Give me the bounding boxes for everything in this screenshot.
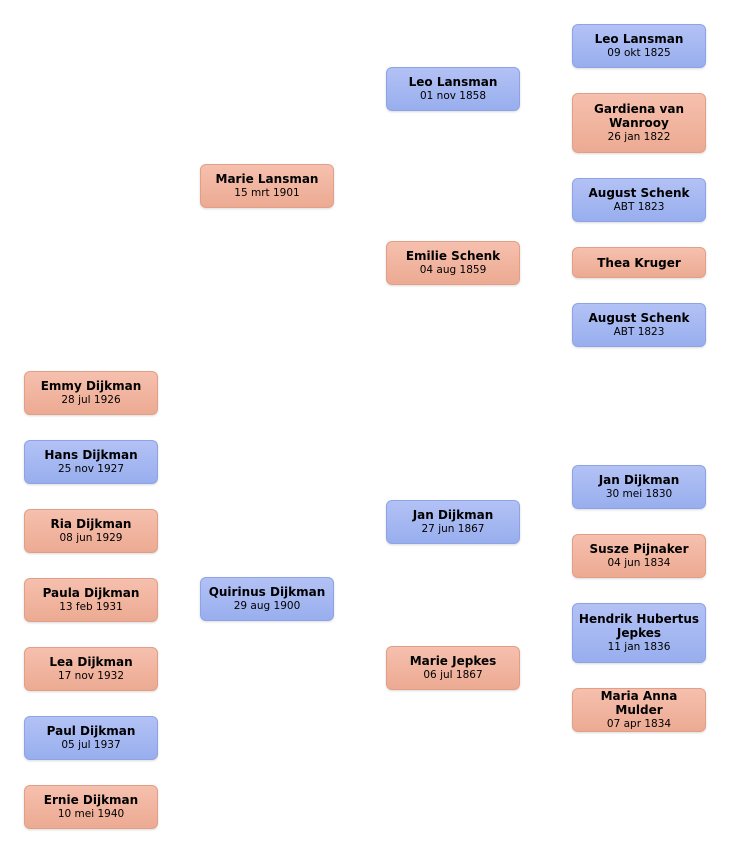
person-card-hans-dijkman[interactable]: Hans Dijkman 25 nov 1927 [24,440,158,484]
person-date: 15 mrt 1901 [234,187,300,199]
person-card-emmy-dijkman[interactable]: Emmy Dijkman 28 jul 1926 [24,371,158,415]
person-card-marie-jepkes[interactable]: Marie Jepkes 06 jul 1867 [386,646,520,690]
person-name: Lea Dijkman [49,655,133,669]
person-name: Susze Pijnaker [589,542,689,556]
person-name: Paul Dijkman [46,724,136,738]
person-name: August Schenk [588,186,690,200]
person-card-quirinus-dijkman[interactable]: Quirinus Dijkman 29 aug 1900 [200,577,334,621]
person-date: 30 mei 1830 [605,488,673,500]
person-name: Emmy Dijkman [40,379,142,393]
person-card-august-schenk-2[interactable]: August Schenk ABT 1823 [572,303,706,347]
person-name: Jan Dijkman [412,508,494,522]
person-name: Marie Jepkes [409,654,497,668]
person-date: 06 jul 1867 [423,669,483,681]
person-name: Hendrik Hubertus Jepkes [578,612,700,640]
person-date: 05 jul 1937 [61,739,121,751]
person-date: 17 nov 1932 [57,670,125,682]
person-date: 07 apr 1834 [606,718,672,730]
person-card-leo-lansman-1858[interactable]: Leo Lansman 01 nov 1858 [386,67,520,111]
person-date: 11 jan 1836 [607,641,671,653]
person-date: ABT 1823 [613,326,665,338]
person-card-paula-dijkman[interactable]: Paula Dijkman 13 feb 1931 [24,578,158,622]
person-name: Ria Dijkman [50,517,132,531]
person-name: Thea Kruger [597,255,681,270]
person-card-august-schenk-1[interactable]: August Schenk ABT 1823 [572,178,706,222]
person-name: Hans Dijkman [44,448,138,462]
person-name: Gardiena van Wanrooy [594,102,684,130]
person-date: 04 aug 1859 [419,264,487,276]
person-card-gardiena-van-wanrooy[interactable]: Gardiena van Wanrooy 26 jan 1822 [572,93,706,153]
person-name: Leo Lansman [408,75,498,89]
person-date: 26 jan 1822 [607,131,671,143]
person-card-ria-dijkman[interactable]: Ria Dijkman 08 jun 1929 [24,509,158,553]
person-date: 04 jun 1834 [607,557,671,569]
person-date: 27 jun 1867 [421,523,485,535]
person-date: 09 okt 1825 [607,47,671,59]
person-name: Jan Dijkman [598,473,680,487]
person-card-susze-pijnaker[interactable]: Susze Pijnaker 04 jun 1834 [572,534,706,578]
person-card-maria-anna-mulder[interactable]: Maria Anna Mulder 07 apr 1834 [572,688,706,732]
person-card-jan-dijkman-1830[interactable]: Jan Dijkman 30 mei 1830 [572,465,706,509]
person-card-jan-dijkman-1867[interactable]: Jan Dijkman 27 jun 1867 [386,500,520,544]
person-date: 10 mei 1940 [57,808,125,820]
person-date: 28 jul 1926 [61,394,121,406]
person-card-leo-lansman-1825[interactable]: Leo Lansman 09 okt 1825 [572,24,706,68]
person-name: Leo Lansman [594,32,684,46]
person-date: 29 aug 1900 [233,600,301,612]
person-name: Maria Anna Mulder [600,689,678,717]
person-card-lea-dijkman[interactable]: Lea Dijkman 17 nov 1932 [24,647,158,691]
person-name: Marie Lansman [215,172,319,186]
person-name: Quirinus Dijkman [208,585,326,599]
person-date: 01 nov 1858 [419,90,487,102]
person-date: 13 feb 1931 [59,601,123,613]
person-card-marie-lansman[interactable]: Marie Lansman 15 mrt 1901 [200,164,334,208]
person-name: Ernie Dijkman [43,793,139,807]
person-name: August Schenk [588,311,690,325]
person-date: 25 nov 1927 [57,463,125,475]
person-name: Emilie Schenk [405,249,501,263]
person-card-emilie-schenk[interactable]: Emilie Schenk 04 aug 1859 [386,241,520,285]
person-card-hendrik-hubertus-jepkes[interactable]: Hendrik Hubertus Jepkes 11 jan 1836 [572,603,706,663]
person-card-ernie-dijkman[interactable]: Ernie Dijkman 10 mei 1940 [24,785,158,829]
person-card-paul-dijkman[interactable]: Paul Dijkman 05 jul 1937 [24,716,158,760]
person-name: Paula Dijkman [42,586,140,600]
person-card-thea-kruger[interactable]: Thea Kruger [572,247,706,278]
person-date: 08 jun 1929 [59,532,123,544]
person-date: ABT 1823 [613,201,665,213]
